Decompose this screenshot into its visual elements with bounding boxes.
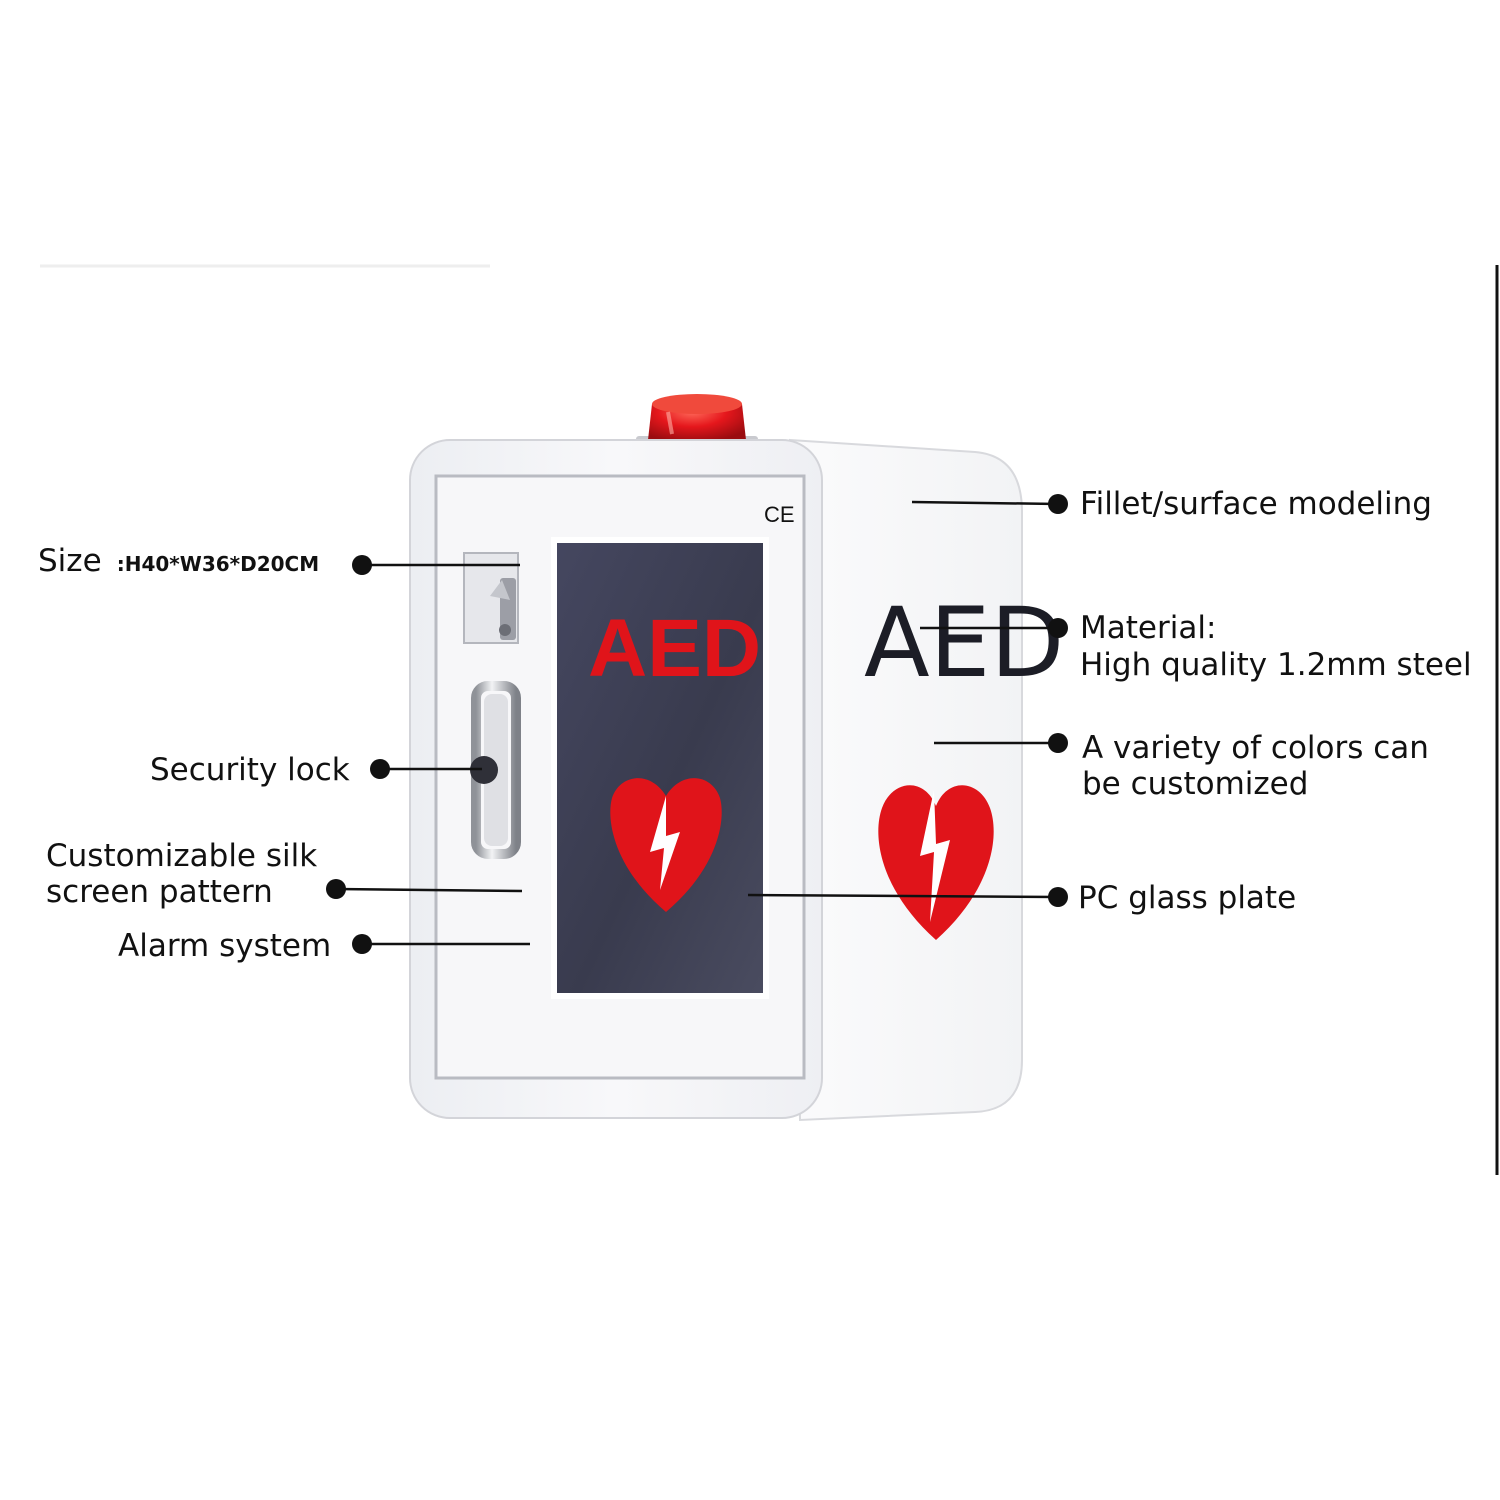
callout-dots [326, 494, 1068, 954]
callout-leaders [335, 500, 1059, 946]
ce-mark-icon: CE [764, 502, 795, 527]
heart-lightning-icon [610, 778, 722, 912]
key-lock-icon [463, 552, 519, 644]
callout-colors-line1: A variety of colors can [1082, 730, 1429, 766]
callout-material-line2: High quality 1.2mm steel [1080, 647, 1472, 683]
callout-fillet: Fillet/surface modeling [1080, 486, 1432, 522]
callout-pc-glass: PC glass plate [1078, 880, 1296, 916]
callout-silk-screen-line2: screen pattern [46, 874, 273, 910]
cabinet-side-panel [788, 438, 1023, 1122]
side-heart-lightning-icon [878, 785, 994, 940]
callout-colors-line2: be customized [1082, 766, 1308, 802]
side-aed-label: AED [864, 587, 1064, 699]
callout-security-lock: Security lock [150, 752, 350, 788]
pc-glass-plate [551, 537, 769, 999]
front-aed-label: AED [588, 603, 761, 694]
callout-size: Size :H40*W36*D20CM [38, 543, 319, 579]
callout-material-line1: Material: [1080, 610, 1216, 646]
callout-alarm-system: Alarm system [118, 928, 331, 964]
callout-silk-screen-line1: Customizable silk [46, 838, 317, 874]
